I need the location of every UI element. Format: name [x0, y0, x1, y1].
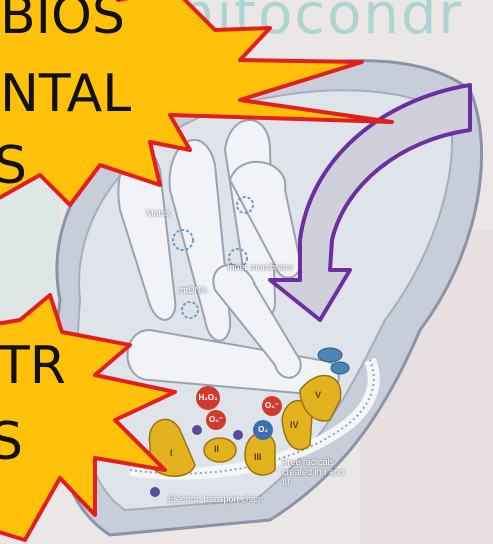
burst-bottom-line-1: TR: [0, 340, 66, 392]
burst-bottom-line-2: S: [0, 416, 23, 468]
